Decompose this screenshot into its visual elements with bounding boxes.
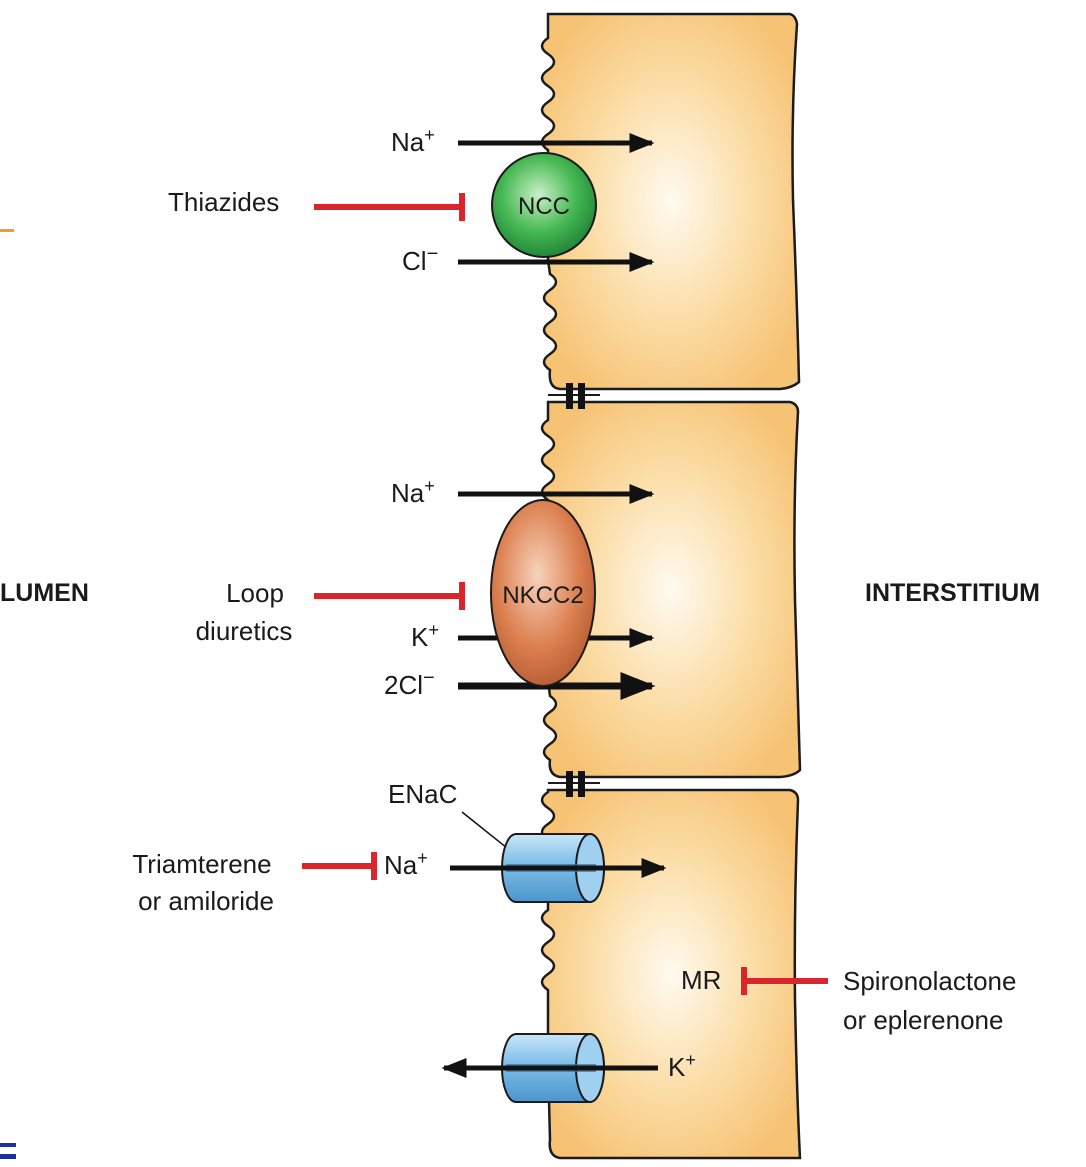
lumen-label: LUMEN <box>0 579 89 607</box>
triamterene-inhibitor <box>302 852 374 880</box>
k-symbol: K <box>668 1052 686 1082</box>
thiazides-label: Thiazides <box>168 187 279 217</box>
cl-label-ncc: Cl− <box>402 243 438 276</box>
spironolactone-label-line2: or eplerenone <box>843 1005 1003 1035</box>
triamterene-label-line1: Triamterene <box>132 849 271 879</box>
na-label-ncc: Na+ <box>391 125 435 157</box>
plus-sign: + <box>417 848 428 868</box>
interstitium-label: INTERSTITIUM <box>865 579 1040 607</box>
edge-mark-blue-1 <box>0 1143 16 1147</box>
edge-mark-orange <box>0 229 14 232</box>
loop-diuretics-label-line2: diuretics <box>196 616 293 646</box>
na-symbol: Na <box>384 850 418 880</box>
minus-sign: − <box>427 243 439 265</box>
mr-label: MR <box>681 965 721 995</box>
plus-sign: + <box>428 620 439 640</box>
enac-label: ENaC <box>388 779 457 809</box>
k-label-nkcc2: K+ <box>411 620 439 652</box>
edge-mark-blue-2 <box>0 1154 16 1159</box>
2cl-label-nkcc2: 2Cl− <box>384 667 435 700</box>
na-label-enac: Na+ <box>384 848 428 880</box>
k-symbol: K <box>411 622 429 652</box>
loop-diuretics-label-line1: Loop <box>226 578 284 608</box>
loop-diuretics-inhibitor <box>314 582 462 610</box>
plus-sign: + <box>424 125 435 145</box>
minus-sign: − <box>423 667 435 689</box>
thiazides-inhibitor <box>314 193 462 221</box>
na-symbol: Na <box>391 478 425 508</box>
2cl-symbol: 2Cl <box>384 670 423 700</box>
na-label-nkcc2: Na+ <box>391 476 435 508</box>
plus-sign: + <box>685 1050 696 1070</box>
cl-symbol: Cl <box>402 246 427 276</box>
ncc-label: NCC <box>518 193 570 220</box>
spironolactone-label-line1: Spironolactone <box>843 966 1016 996</box>
na-symbol: Na <box>391 127 425 157</box>
triamterene-label-line2: or amiloride <box>138 886 274 916</box>
nkcc2-label: NKCC2 <box>502 582 583 609</box>
plus-sign: + <box>424 476 435 496</box>
